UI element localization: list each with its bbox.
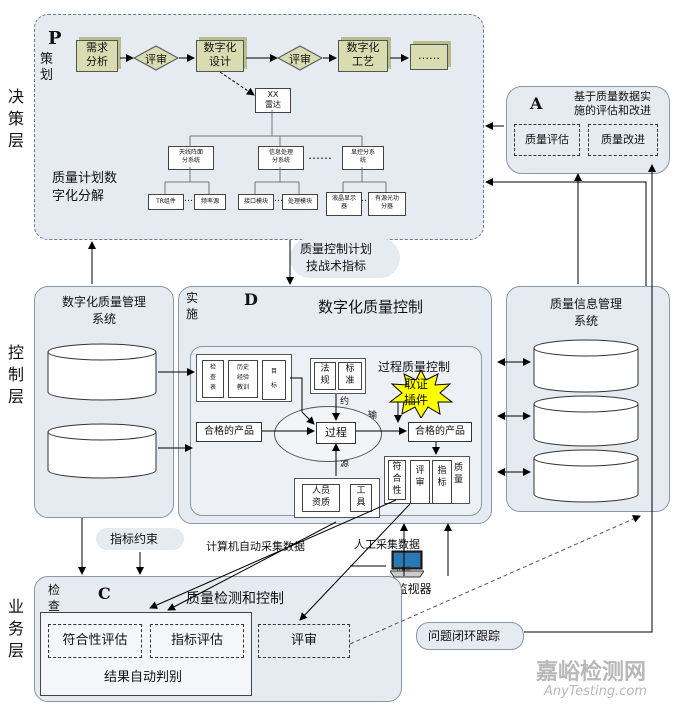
module-lcd: 液晶显示 器: [326, 192, 362, 216]
do-title: 数字化质量控制: [318, 298, 424, 316]
watermark-cn: 嘉峪检测网: [536, 660, 647, 685]
decomposition-title: 质量计划数 字化分解: [52, 171, 118, 204]
doc-checklist: 检 查 表: [202, 360, 224, 398]
auto-collect-label: 计算机自动采集数据: [206, 540, 305, 553]
dqm-panel: [34, 286, 174, 518]
digital-design-box: 数字化 设计: [196, 40, 244, 72]
requirement-analysis-box: 需求 分析: [76, 40, 118, 72]
process-title: 过程质量控制: [378, 360, 451, 374]
plan-letter: P: [48, 28, 62, 49]
radar-node: XX 雷达: [255, 88, 291, 113]
module-optical: 有源光功 分器: [368, 192, 406, 216]
pc-monitor-icon: [390, 550, 424, 578]
qims-db1-label: 质量检测数据: [552, 368, 618, 381]
qualified-product-in: 合格的产品: [196, 422, 262, 442]
conformity-eval-box: 符合性评估: [48, 624, 142, 658]
decision-layer-label: 决 策 层: [7, 87, 24, 150]
review-eval-box: 评审: [258, 624, 350, 658]
dqm-title: 数字化质量管理 系统: [61, 295, 146, 326]
auto-judge-label: 结果自动判别: [104, 670, 183, 685]
check-title: 质量检测和控制: [186, 591, 284, 607]
module-freq: 频率源: [194, 194, 226, 210]
doc-goal: 目 标: [262, 360, 286, 400]
check-label: 检 查: [48, 583, 61, 613]
check-letter: C: [98, 584, 111, 603]
subsystem-display: 显控分系 统: [342, 146, 384, 170]
index-box: 指 标: [432, 460, 452, 504]
module-interface: 接口模块: [238, 194, 274, 210]
control-layer-label: 控 制 层: [7, 343, 24, 406]
more-box: ……: [410, 44, 448, 70]
subsystem-antenna: 天线阵面 分系统: [168, 146, 214, 170]
dqm-db2-label: 产品实现过程 质量数据管理: [70, 445, 136, 473]
module-more-3: …: [361, 194, 370, 204]
conform-box: 符 合 性: [388, 460, 406, 500]
control-plan-callout: [290, 238, 400, 278]
pc-screen-text: 计算机: [396, 567, 412, 573]
module-more-1: …: [184, 194, 193, 204]
do-letter: D: [244, 290, 258, 309]
dqm-db1-label: 数字化质量体 系管理: [70, 367, 136, 395]
quality-label: 质 量: [454, 463, 464, 485]
quality-improve-box: 质量改进: [588, 124, 658, 156]
review-box: 评 审: [410, 460, 430, 504]
badge-text: 取证 插件: [404, 377, 429, 407]
control-plan-label: 质量控制计划 技战术指标: [300, 242, 373, 273]
index-constraint-label: 指标约束: [110, 532, 159, 546]
process-box: 过程: [316, 422, 356, 444]
watermark-en: AnyTesting.com: [544, 684, 648, 699]
review-1-label: 评审: [145, 53, 167, 66]
subsystem-more: ……: [308, 148, 332, 162]
closed-loop-label: 问题闭环跟踪: [428, 629, 501, 643]
assess-letter: A: [530, 94, 543, 113]
subsystem-info: 信息处理 分系统: [258, 146, 304, 170]
qualified-product-out: 合格的产品: [408, 422, 472, 442]
qims-db2-label: 企业门户: [563, 420, 607, 433]
review-2-label: 评审: [289, 53, 311, 66]
law-box: 法 规: [314, 362, 336, 390]
people-box: 人员 资质: [302, 484, 340, 512]
do-label: 实 施: [186, 291, 199, 321]
qims-db3-label: 模型数据库: [557, 478, 613, 491]
tools-box: 工 具: [350, 484, 372, 512]
qims-title: 质量信息管理 系统: [549, 297, 622, 328]
business-layer-label: 业 务 层: [7, 597, 24, 660]
auto-judge-group: [40, 612, 252, 696]
standard-box: 标 准: [338, 362, 362, 390]
digital-process-box: 数字化 工艺: [338, 40, 388, 72]
module-more-2: …: [274, 194, 283, 204]
module-tr: TR组件: [148, 194, 184, 210]
plan-label: 策 划: [40, 52, 54, 83]
doc-history: 历史 经验 教训: [228, 360, 258, 398]
assess-title: 基于质量数据实 施的评估和改进: [574, 90, 651, 117]
module-process: 处理模块: [282, 194, 318, 210]
index-eval-box: 指标评估: [150, 624, 244, 658]
quality-assess-box: 质量评估: [514, 124, 580, 156]
